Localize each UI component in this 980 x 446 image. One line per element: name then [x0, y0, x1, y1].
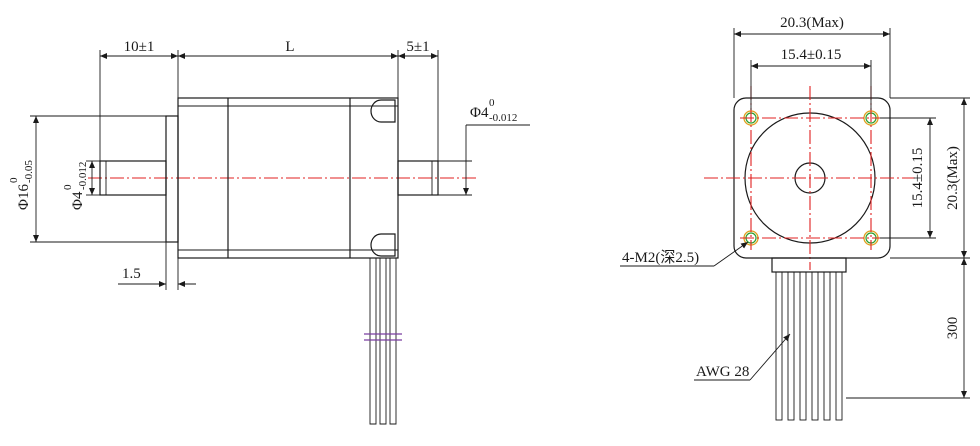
dim-boss-diameter: Φ16 0 -0.05	[8, 160, 35, 210]
dim-front-shaft-diameter: Φ4 0 -0.012	[62, 162, 89, 210]
rear-notch-top	[370, 99, 396, 123]
connector-block	[771, 257, 847, 273]
rear-shaft	[397, 160, 439, 196]
front-boss	[165, 115, 179, 243]
svg-text:-0.012: -0.012	[489, 112, 517, 124]
dim-rear-shaft-diameter: Φ4 0 -0.012	[470, 97, 517, 124]
dim-body-length: L	[285, 39, 294, 55]
dim-flange-thickness: 1.5	[122, 266, 141, 282]
svg-text:-0.012: -0.012	[77, 162, 89, 190]
side-view: 10±1 L 5±1 Φ4 0 -0.012 Φ16 0 -0.05	[8, 39, 530, 425]
rear-notch-bottom	[370, 233, 396, 257]
front-view: 20.3(Max) 15.4±0.15 15.4±0.15 20.3(Max) …	[620, 15, 970, 421]
dim-height-max: 20.3(Max)	[945, 146, 961, 210]
lead-wires-side	[364, 258, 402, 425]
label-wire-gauge: AWG 28	[696, 364, 749, 380]
svg-text:Φ16: Φ16	[16, 184, 32, 210]
dim-hole-spacing-horizontal: 15.4±0.15	[781, 47, 842, 63]
svg-text:Φ4: Φ4	[470, 105, 489, 121]
dim-width-max: 20.3(Max)	[780, 15, 844, 31]
svg-text:0: 0	[62, 184, 74, 190]
dim-lead-length: 300	[945, 317, 961, 340]
label-mounting-holes: 4-M2(深2.5)	[622, 249, 699, 266]
lead-wires-front	[775, 271, 843, 421]
svg-text:Φ4: Φ4	[70, 191, 86, 210]
svg-text:0: 0	[489, 97, 495, 109]
svg-text:0: 0	[8, 177, 20, 183]
dim-front-shaft-length: 10±1	[124, 39, 155, 55]
dim-rear-shaft-length: 5±1	[406, 39, 429, 55]
dim-hole-spacing-vertical: 15.4±0.15	[910, 148, 926, 209]
svg-text:-0.05: -0.05	[23, 160, 35, 183]
